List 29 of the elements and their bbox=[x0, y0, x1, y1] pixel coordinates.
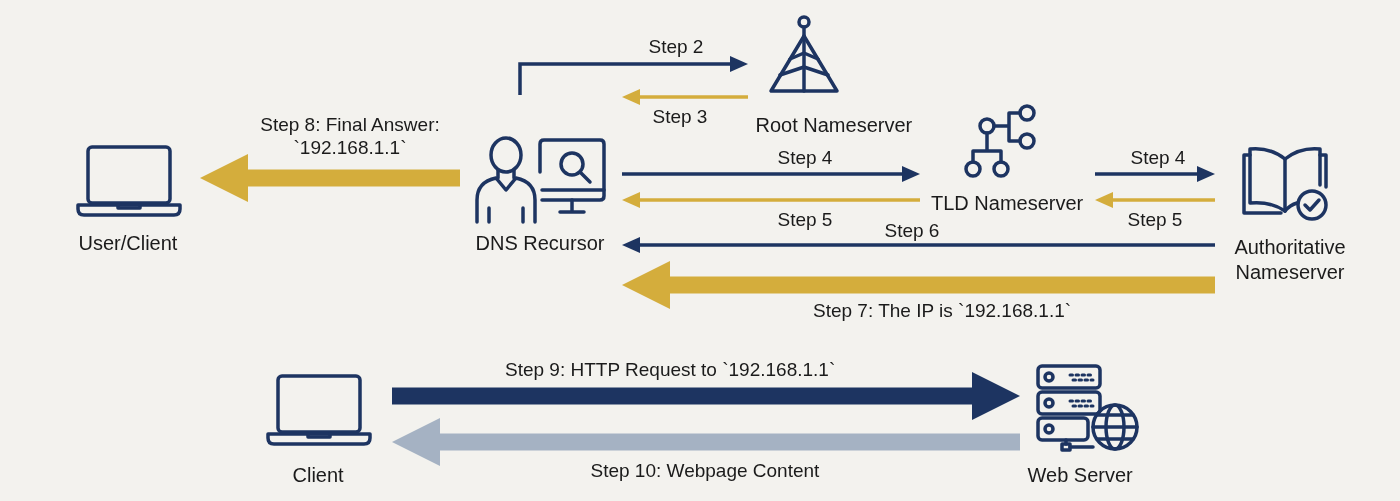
edge-label: Step 10: Webpage Content bbox=[590, 459, 820, 482]
arrow bbox=[1095, 166, 1215, 182]
arrow bbox=[622, 192, 920, 208]
arrow bbox=[1095, 192, 1215, 208]
edge-label: Step 5 bbox=[1127, 208, 1183, 231]
edge-label: Step 8: Final Answer: `192.168.1.1` bbox=[259, 113, 441, 159]
arrow bbox=[392, 372, 1020, 420]
edge-label: Step 3 bbox=[652, 105, 708, 128]
edge-label: Step 2 bbox=[648, 35, 704, 58]
node-label: TLD Nameserver bbox=[931, 191, 1084, 216]
arrow bbox=[622, 237, 1215, 253]
arrow bbox=[622, 89, 748, 105]
arrow bbox=[200, 154, 460, 202]
edge-label: Step 5 bbox=[777, 208, 833, 231]
arrow bbox=[392, 418, 1020, 466]
edge-label: Step 7: The IP is `192.168.1.1` bbox=[813, 299, 1072, 322]
arrow bbox=[518, 56, 748, 95]
node-label: Web Server bbox=[1027, 463, 1133, 488]
edge-label: Step 9: HTTP Request to `192.168.1.1` bbox=[505, 358, 836, 381]
node-label: Authoritative Nameserver bbox=[1233, 235, 1347, 285]
edge-label: Step 6 bbox=[884, 219, 940, 242]
node-label: Client bbox=[292, 463, 344, 488]
node-label: Root Nameserver bbox=[755, 113, 913, 138]
edge-label: Step 4 bbox=[777, 146, 833, 169]
arrow bbox=[622, 166, 920, 182]
node-label: User/Client bbox=[78, 231, 178, 256]
edge-label: Step 4 bbox=[1130, 146, 1186, 169]
arrow bbox=[622, 261, 1215, 309]
node-label: DNS Recursor bbox=[475, 231, 605, 256]
